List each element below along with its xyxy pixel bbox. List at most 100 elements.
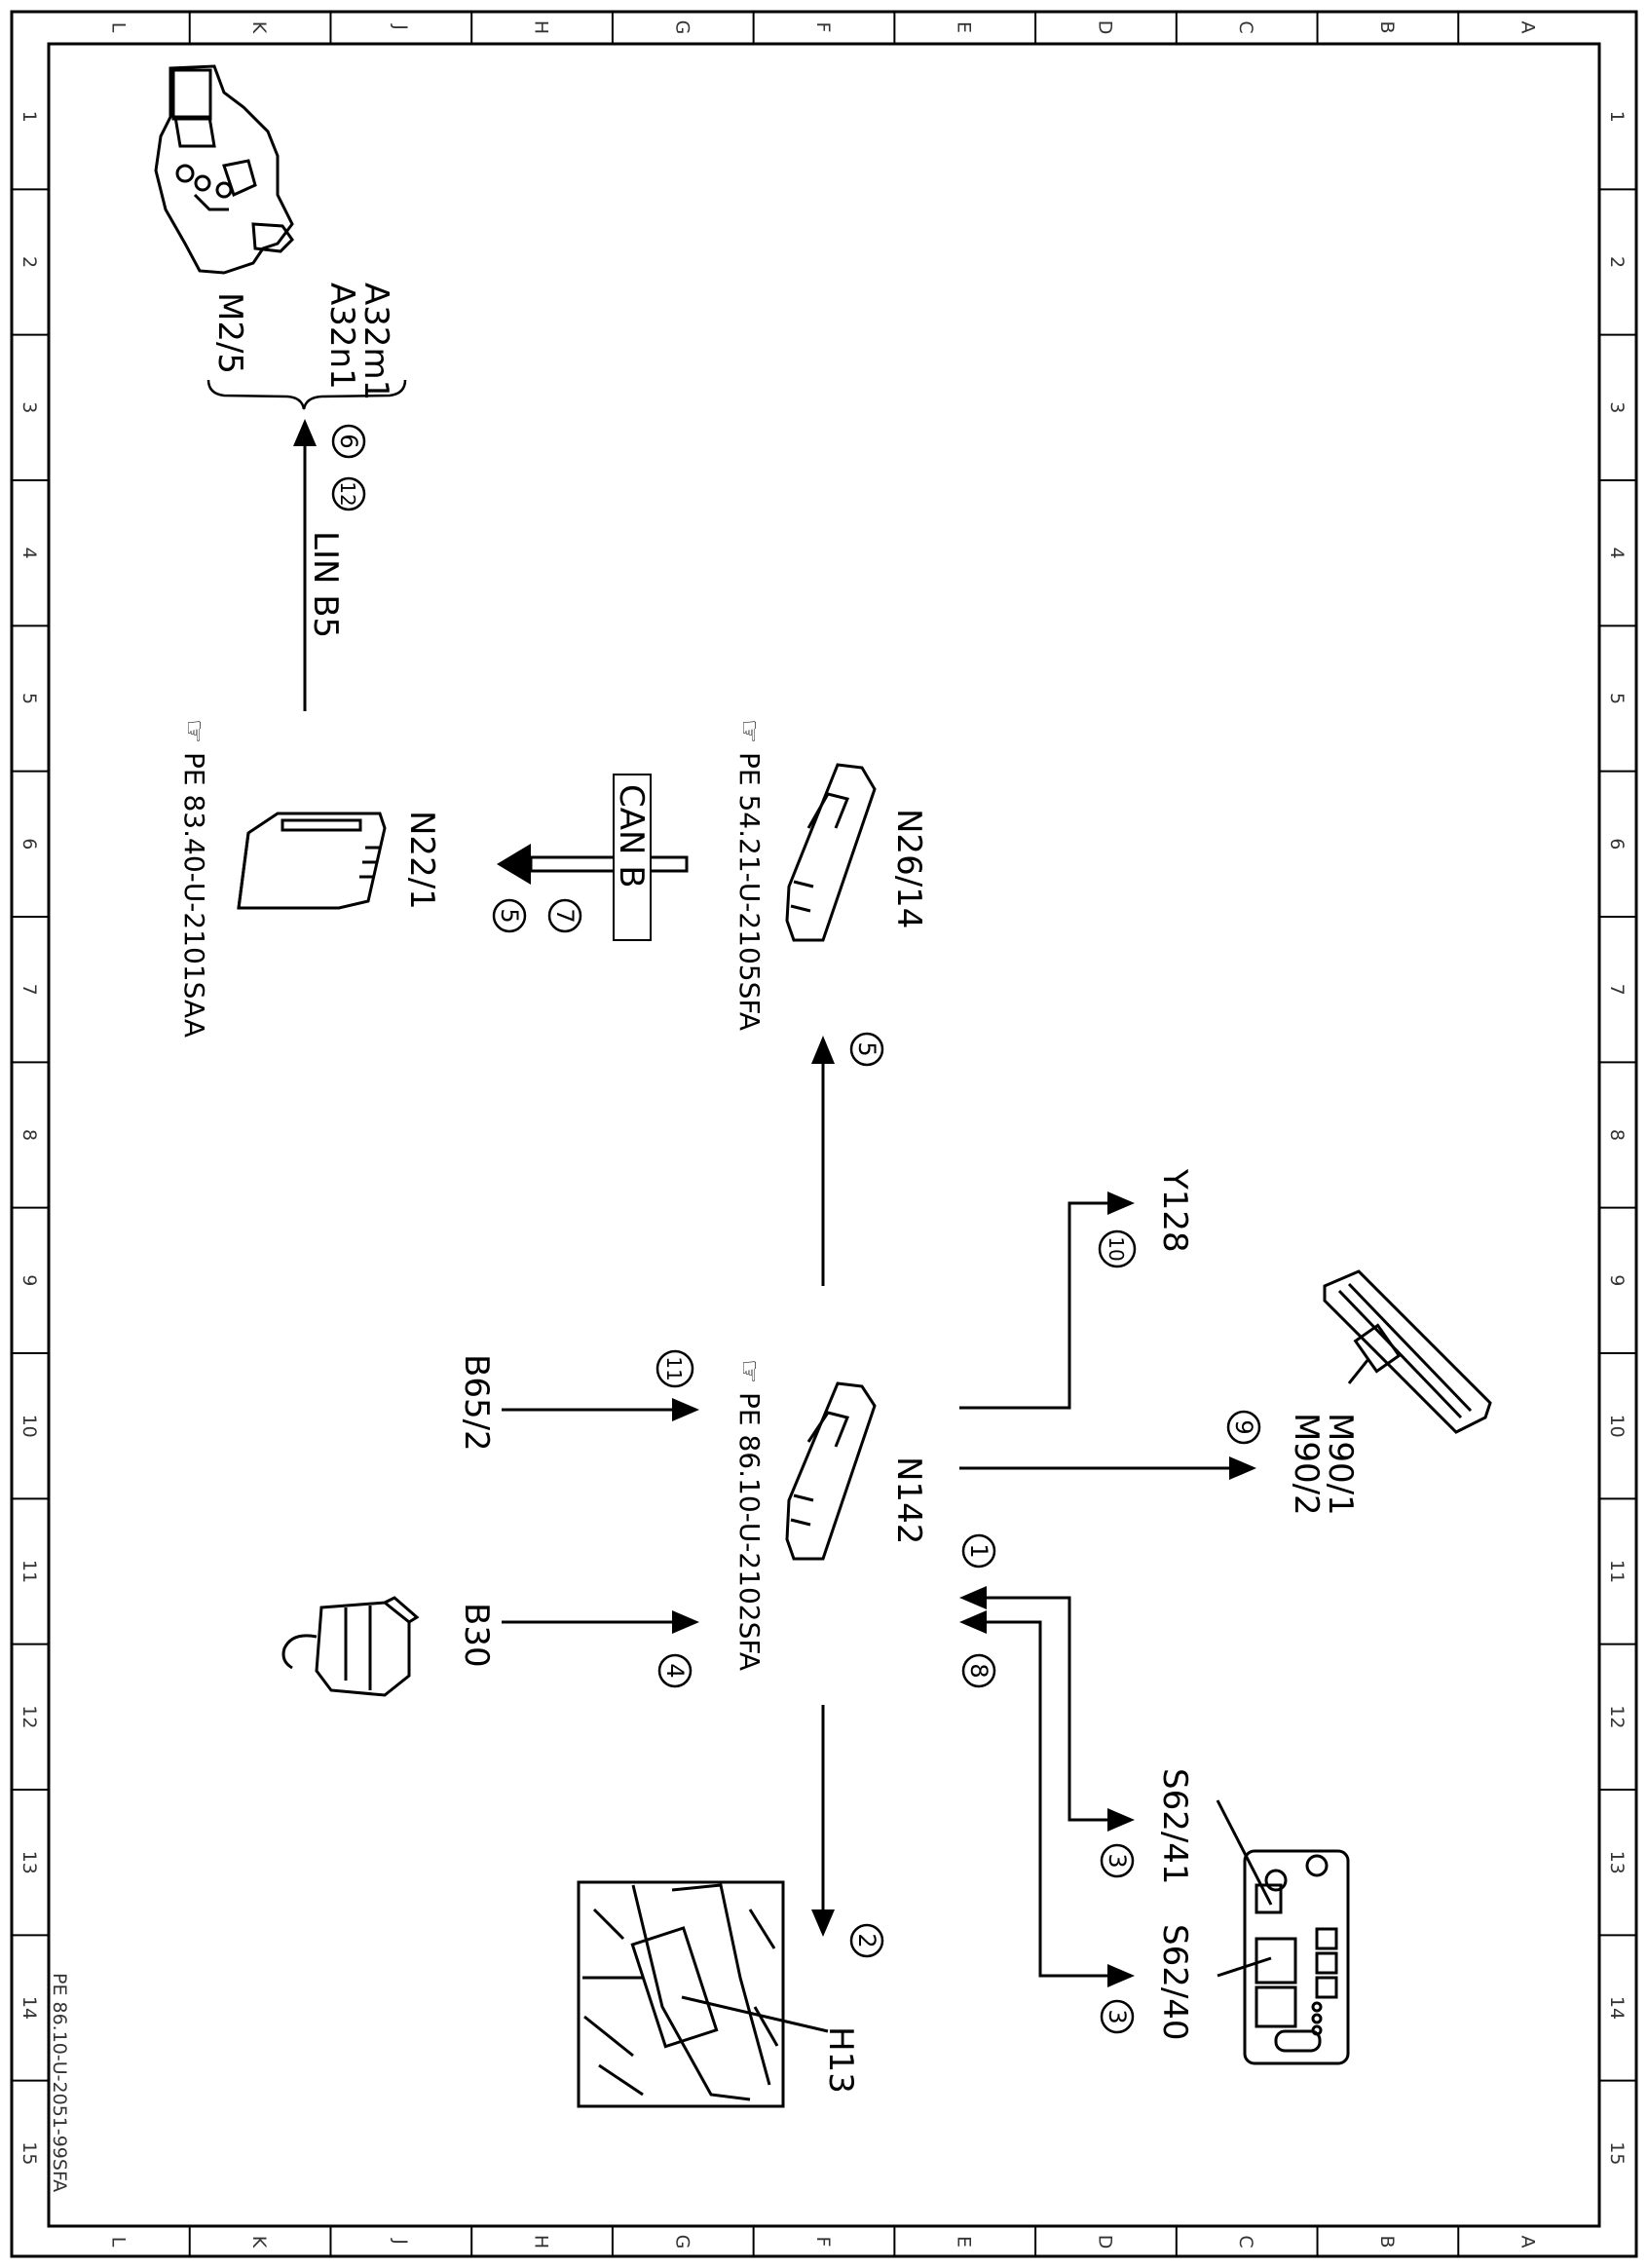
svg-text:3: 3	[1104, 2009, 1131, 2023]
n142-label: N142	[889, 1456, 928, 1544]
document-reference-icon: ☞	[733, 719, 766, 743]
n142-module-icon	[785, 1381, 877, 1561]
grid-letter-top: H	[531, 20, 552, 34]
svg-text:12: 12	[336, 481, 359, 506]
grid-number-right: 6	[1606, 838, 1628, 850]
b65-2-label: B65/2	[457, 1354, 496, 1452]
grid-number-right: 14	[1606, 1996, 1628, 2020]
grid-number-right: 5	[1606, 693, 1628, 704]
a32n1-label: A32n1	[322, 283, 361, 390]
m90-1-label: M90/1	[1321, 1413, 1360, 1516]
grid-number-right: 13	[1606, 1851, 1628, 1874]
n22-1-module-icon	[237, 812, 387, 910]
grid-letter-top: B	[1376, 20, 1398, 33]
lin-signal-12: 12	[331, 476, 366, 511]
can-b-label-box	[613, 774, 652, 941]
m90-2-label: M90/2	[1287, 1413, 1326, 1516]
grid-number-left: 6	[19, 838, 40, 850]
b30-arrowhead	[672, 1610, 699, 1634]
grid-letter-top: D	[1094, 20, 1115, 35]
s62-41-to-n142-line	[979, 1596, 1110, 1822]
can-b-label: CAN B	[612, 784, 651, 888]
signal-2-to-h13: 2	[849, 1923, 884, 1958]
signal-9-to-m90: 9	[1226, 1410, 1261, 1445]
grid-number-right: 7	[1606, 984, 1628, 996]
svg-text:PE 86.10-U-2102SFA: PE 86.10-U-2102SFA	[733, 1392, 766, 1671]
s62-41-arrowhead	[959, 1586, 987, 1609]
s62-40-arrowhead	[959, 1610, 987, 1634]
grid-number-right: 15	[1606, 2141, 1628, 2165]
svg-text:10: 10	[1105, 1236, 1128, 1261]
svg-text:1: 1	[965, 1543, 993, 1558]
grid-number-left: 15	[19, 2141, 40, 2165]
h13-arrowhead	[811, 1909, 835, 1937]
signal-1-from-s62: 1	[961, 1533, 996, 1569]
n22-1-reference: ☞ PE 83.40-U-2101SAA	[178, 719, 210, 1038]
grid-number-right: 4	[1606, 548, 1628, 559]
can-signal-5: 5	[492, 898, 527, 933]
grid-letter-top: G	[671, 20, 693, 35]
document-id: PE 86.10-U-2051-99SFA	[49, 1973, 70, 2192]
grid-number-left: 4	[19, 548, 40, 559]
svg-text:2: 2	[853, 1933, 880, 1947]
svg-text:8: 8	[965, 1663, 993, 1678]
grid-number-left: 14	[19, 1996, 40, 2020]
grid-letter-bottom: B	[1376, 2235, 1398, 2248]
grid-number-left: 2	[19, 256, 40, 268]
signal-8-from-s62: 8	[961, 1653, 996, 1688]
grid-number-left: 7	[19, 984, 40, 996]
h13-label: H13	[821, 2026, 860, 2094]
s62-41-out-arrowhead	[1107, 1808, 1135, 1832]
m2-5-actuator-icon	[154, 64, 294, 275]
can-signal-7: 7	[547, 898, 582, 933]
grid-letter-top: E	[954, 21, 975, 33]
grid-number-left: 11	[19, 1560, 40, 1583]
lin-signal-6: 6	[331, 424, 366, 459]
n26-14-module-icon	[785, 763, 877, 942]
b30-sensor-icon	[281, 1596, 420, 1697]
grid-number-right: 3	[1606, 401, 1628, 413]
y128-label: Y128	[1155, 1168, 1194, 1253]
n142-to-n26-arrowhead	[811, 1036, 835, 1064]
grid-letter-bottom: L	[107, 2237, 129, 2248]
grid-letter-bottom: E	[954, 2236, 975, 2248]
grid-number-right: 11	[1606, 1560, 1628, 1583]
inner-frame	[47, 42, 1601, 2228]
svg-text:4: 4	[661, 1663, 689, 1678]
h13-speaker-icon	[577, 1880, 829, 2108]
n142-to-y128-line	[959, 1201, 1110, 1410]
signal-3-s62-40: 3	[1100, 1999, 1135, 2034]
svg-text:9: 9	[1230, 1419, 1257, 1434]
grid-number-right: 1	[1606, 111, 1628, 123]
grid-number-right: 8	[1606, 1129, 1628, 1141]
s62-41-label: S62/41	[1155, 1768, 1194, 1885]
signal-11-from-b65: 11	[655, 1349, 694, 1388]
lin-arrowhead	[293, 419, 317, 446]
grid-number-left: 8	[19, 1129, 40, 1141]
a32m1-label: A32m1	[356, 283, 395, 400]
svg-text:3: 3	[1104, 1853, 1131, 1868]
svg-text:PE 54.21-U-2105SFA: PE 54.21-U-2105SFA	[733, 752, 766, 1031]
m90-vent-icon	[1323, 1269, 1492, 1434]
grid-letter-bottom: F	[812, 2237, 834, 2248]
n142-reference: ☞ PE 86.10-U-2102SFA	[733, 1359, 766, 1671]
can-b-bus-bar	[529, 855, 689, 873]
s62-40-to-n142-line	[979, 1620, 1110, 1978]
grid-letter-bottom: H	[531, 2235, 552, 2249]
grid-letter-top: F	[812, 22, 834, 33]
grid-letter-bottom: A	[1517, 2236, 1539, 2249]
grid-number-left: 1	[19, 111, 40, 123]
svg-text:5: 5	[853, 1041, 880, 1056]
m90-arrowhead	[1229, 1456, 1256, 1480]
grid-letter-top: A	[1517, 21, 1539, 34]
b30-label: B30	[457, 1603, 496, 1668]
grid-number-right: 2	[1606, 256, 1628, 268]
grid-letter-top: K	[248, 21, 270, 34]
s62-40-out-arrowhead	[1107, 1964, 1135, 1987]
grid-letter-bottom: D	[1094, 2235, 1115, 2249]
n22-1-label: N22/1	[402, 811, 441, 910]
grid-number-left: 5	[19, 693, 40, 704]
can-b-arrowhead	[497, 844, 531, 885]
